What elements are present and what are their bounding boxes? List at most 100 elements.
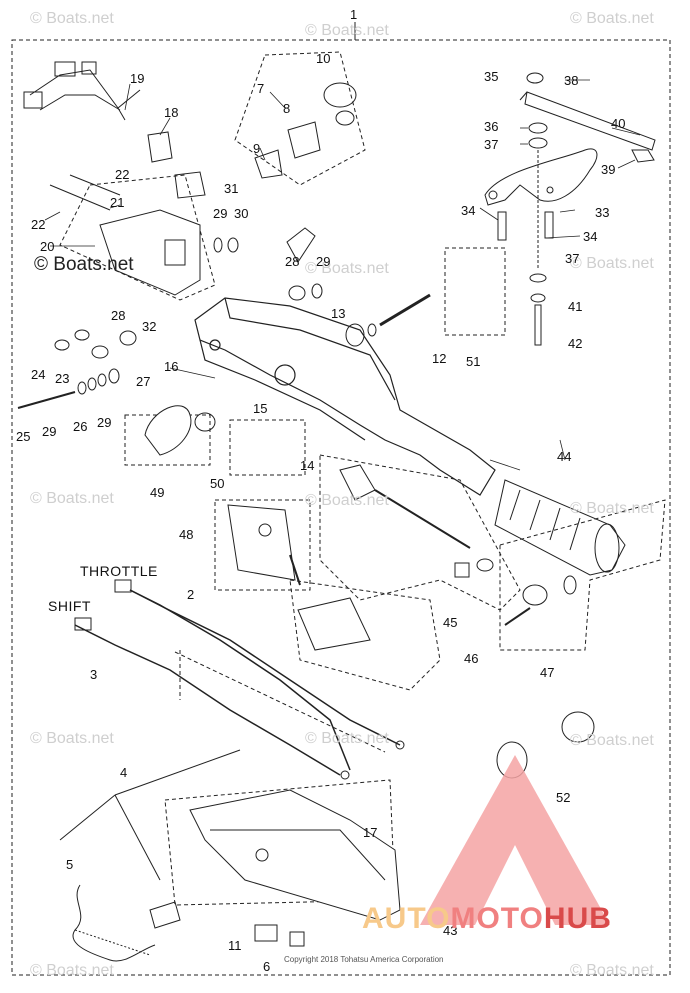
washer-36 <box>528 122 548 134</box>
part-number: 17 <box>363 825 378 840</box>
part-number: 7 <box>257 81 265 96</box>
cable-3 <box>74 624 341 776</box>
part-number: 22 <box>31 217 46 232</box>
bolt-34a <box>497 211 507 241</box>
nut-39 <box>631 149 655 163</box>
part-number: 11 <box>228 938 242 953</box>
watermark: © Boats.net <box>30 490 114 507</box>
group-50 <box>229 419 306 476</box>
tiller-arm-body <box>194 297 496 496</box>
part-number: 37 <box>565 251 580 266</box>
clip-31 <box>174 171 206 199</box>
group-7 <box>234 51 366 186</box>
part-number: 29 <box>42 424 57 439</box>
part-number: 46 <box>464 651 479 666</box>
brand-part-auto: AUTO <box>362 902 451 935</box>
watermark: © Boats.net <box>305 22 389 39</box>
boot-18 <box>147 131 173 163</box>
part-number: 10 <box>316 51 331 66</box>
shift-end <box>74 617 92 631</box>
part-number: 26 <box>73 419 88 434</box>
part-number: 12 <box>432 351 447 366</box>
watermark: © Boats.net <box>570 732 654 749</box>
part-number: 2 <box>187 587 195 602</box>
part-number: 30 <box>234 206 249 221</box>
part-10 <box>323 82 357 108</box>
part-number: 9 <box>253 141 261 156</box>
watermark: © Boats.net <box>570 10 654 27</box>
part-number: 34 <box>583 229 598 244</box>
bracket-33 <box>484 148 598 206</box>
part-number: 25 <box>16 429 31 444</box>
part-number: 33 <box>595 205 610 220</box>
part-number: 22 <box>115 167 130 182</box>
part-number: 43 <box>443 923 458 938</box>
part-number: 29 <box>97 415 112 430</box>
part-number: 40 <box>611 116 626 131</box>
copyright: Copyright 2018 Tohatsu America Corporati… <box>284 955 444 964</box>
part-number: 1 <box>350 7 358 22</box>
part-number: 48 <box>179 527 194 542</box>
group-48 <box>214 499 311 591</box>
brand-wordmark: AUTOMOTOHUB <box>362 902 612 936</box>
part-number: 4 <box>120 765 128 780</box>
brand-triangle-logo <box>420 755 610 925</box>
part-number: 35 <box>484 69 499 84</box>
part-number: 39 <box>601 162 616 177</box>
part-number: 29 <box>316 254 331 269</box>
part-number: 8 <box>283 101 291 116</box>
part-number: 34 <box>461 203 476 218</box>
plate-38 <box>519 91 656 151</box>
part-number: 37 <box>484 137 499 152</box>
part-number: 27 <box>136 374 151 389</box>
washer-37 <box>528 137 548 149</box>
watermark: © Boats.net <box>305 730 389 747</box>
part-number: 28 <box>111 308 126 323</box>
part-8 <box>287 121 321 159</box>
part-number: 52 <box>556 790 571 805</box>
watermark: © Boats.net <box>30 962 114 979</box>
watermark: © Boats.net <box>305 260 389 277</box>
knob-49 <box>144 405 192 456</box>
part-number: 21 <box>110 195 125 210</box>
part-number: 14 <box>300 458 315 473</box>
switch <box>286 227 316 263</box>
watermark: © Boats.net <box>30 730 114 747</box>
grip-44 <box>494 479 626 576</box>
part-number: 18 <box>164 105 179 120</box>
watermark-main: © Boats.net <box>34 254 134 275</box>
part-number: 23 <box>55 371 70 386</box>
part-number: 31 <box>224 181 239 196</box>
bracket-21 <box>99 209 201 296</box>
nut-35 <box>526 72 544 84</box>
cap-52a <box>561 711 595 743</box>
part-number: 5 <box>66 857 74 872</box>
switch-11 <box>254 924 278 942</box>
part-9 <box>254 149 283 179</box>
cable-2 <box>129 589 401 771</box>
watermark: © Boats.net <box>570 255 654 272</box>
tray-17 <box>189 789 401 921</box>
part-number: 47 <box>540 665 555 680</box>
stud-42 <box>534 304 542 346</box>
part-number: 32 <box>142 319 157 334</box>
assembly-border <box>11 39 671 976</box>
part-number: 51 <box>466 354 481 369</box>
watermark: © Boats.net <box>570 962 654 979</box>
part-number: 44 <box>557 449 572 464</box>
brand-part-moto: MOTO <box>450 902 544 935</box>
throttle-label: THROTTLE <box>80 563 158 579</box>
part-number: 15 <box>253 401 268 416</box>
group-20 <box>59 174 216 301</box>
mech-48 <box>227 504 296 581</box>
shift-label: SHIFT <box>48 598 91 614</box>
watermark: © Boats.net <box>305 492 389 509</box>
part-number: 28 <box>285 254 300 269</box>
part-number: 45 <box>443 615 458 630</box>
part-number: 16 <box>164 359 179 374</box>
part-number: 49 <box>150 485 165 500</box>
part-number: 13 <box>331 306 346 321</box>
part-number: 36 <box>484 119 499 134</box>
